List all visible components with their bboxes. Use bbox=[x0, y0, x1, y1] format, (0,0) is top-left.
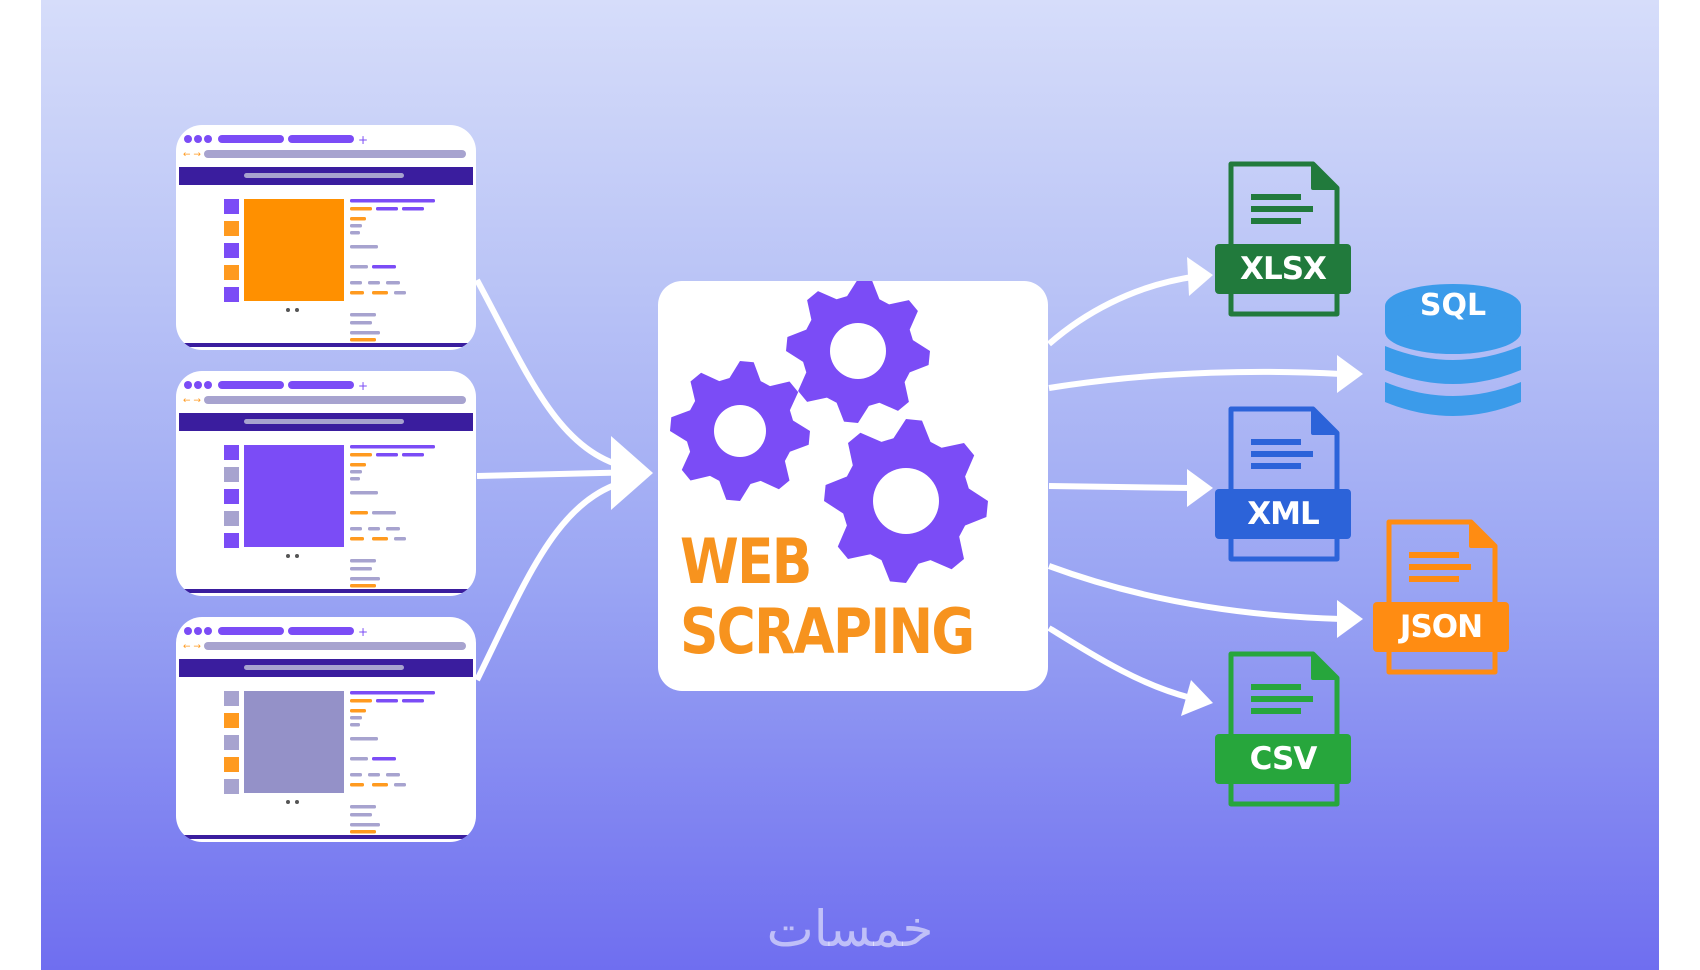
arrow-head-json bbox=[1337, 600, 1363, 638]
arrow-head-csv bbox=[1181, 680, 1213, 716]
csv-file-icon: CSV bbox=[1213, 650, 1353, 810]
arrow-to-json bbox=[1047, 563, 1342, 622]
sql-database-icon: SQL bbox=[1383, 278, 1523, 428]
arrow-to-sql bbox=[1048, 368, 1342, 391]
arrow-to-xml bbox=[1048, 483, 1192, 491]
arrow-to-xlsx bbox=[1047, 273, 1200, 347]
json-label: JSON bbox=[1399, 609, 1483, 645]
title-web: WEB bbox=[680, 525, 812, 598]
source-webpage-3: + ← → bbox=[176, 617, 476, 842]
xlsx-label: XLSX bbox=[1240, 251, 1327, 287]
arrow-to-csv bbox=[1047, 625, 1192, 701]
arrow-head-sql bbox=[1337, 355, 1363, 393]
brand-logo: خمسات bbox=[766, 900, 934, 958]
gears-icon bbox=[670, 281, 988, 583]
title-scraping: SCRAPING bbox=[680, 595, 975, 668]
xml-file-icon: XML bbox=[1213, 405, 1353, 565]
arrow-head-to-scraper bbox=[611, 436, 653, 510]
database-icon bbox=[1385, 284, 1521, 416]
arrow-head-xlsx bbox=[1187, 257, 1213, 296]
svg-text:+: + bbox=[358, 625, 368, 639]
svg-text:← →: ← → bbox=[183, 642, 201, 652]
arrow-source-2-to-scraper bbox=[476, 469, 642, 479]
source-webpage-2: + ← → bbox=[176, 371, 476, 596]
diagram-canvas: +← → +← → +← → WEB SCRAPING XL bbox=[41, 0, 1659, 970]
sql-label: SQL bbox=[1419, 288, 1487, 323]
web-scraping-card: WEB SCRAPING bbox=[658, 281, 1048, 691]
arrow-head-xml bbox=[1187, 469, 1213, 507]
source-webpage-1: + ← → bbox=[176, 125, 476, 350]
svg-text:← →: ← → bbox=[183, 396, 201, 406]
svg-text:+: + bbox=[358, 133, 368, 147]
xlsx-file-icon: XLSX bbox=[1213, 160, 1353, 320]
arrow-source-1-to-scraper bbox=[474, 278, 642, 473]
svg-text:← →: ← → bbox=[183, 150, 201, 160]
svg-text:+: + bbox=[358, 379, 368, 393]
xml-label: XML bbox=[1247, 496, 1320, 532]
arrow-source-3-to-scraper bbox=[474, 475, 642, 682]
csv-label: CSV bbox=[1249, 741, 1318, 777]
json-file-icon: JSON bbox=[1371, 518, 1511, 678]
